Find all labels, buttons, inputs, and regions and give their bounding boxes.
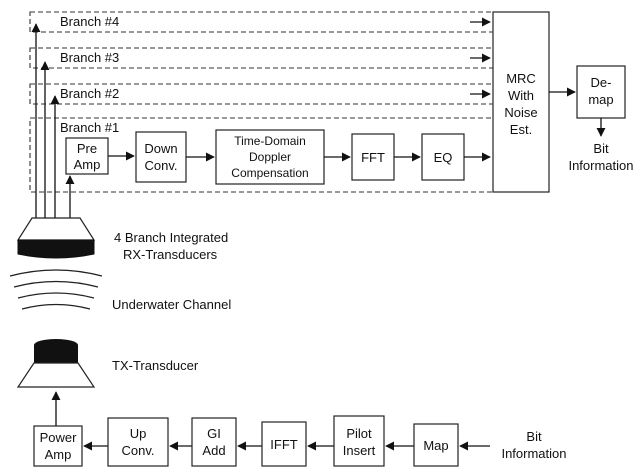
gi-add-box <box>191 417 237 467</box>
mrc-line4: Est. <box>510 122 532 137</box>
mrc-line2: With <box>508 88 534 103</box>
ifft-label: IFFT <box>270 437 297 452</box>
tx-bit-info-line1: Bit <box>526 429 542 444</box>
map-box <box>413 423 459 467</box>
demap-box <box>576 65 626 119</box>
doppler-line1: Time-Domain <box>234 134 306 148</box>
rx-transducer-line1: 4 Branch Integrated <box>114 230 228 245</box>
mrc-line3: Noise <box>504 105 537 120</box>
map-label: Map <box>423 438 448 453</box>
rx-bit-info-line2: Information <box>568 158 633 173</box>
pilot-insert-line1: Pilot <box>346 426 372 441</box>
doppler-line2: Doppler <box>249 150 291 164</box>
power-amp-line1: Power <box>40 430 78 445</box>
power-amp-line2: Amp <box>45 447 72 462</box>
rx-transducer-icon <box>16 217 96 259</box>
power-amp-box <box>33 425 83 467</box>
downconv-line2: Conv. <box>145 158 178 173</box>
upconv-line1: Up <box>130 426 147 441</box>
ifft-box <box>261 421 307 467</box>
downconv-box <box>135 131 187 183</box>
mrc-line1: MRC <box>506 71 536 86</box>
tx-bit-info-line2: Information <box>501 446 566 461</box>
preamp-line1: Pre <box>77 141 97 156</box>
rx-transducer-line2: RX-Transducers <box>123 247 218 262</box>
channel-label: Underwater Channel <box>112 297 231 312</box>
upconv-box <box>107 417 169 467</box>
rx-bit-info-line1: Bit <box>593 141 609 156</box>
mrc-box <box>492 11 550 193</box>
eq-label: EQ <box>434 150 453 165</box>
doppler-line3: Compensation <box>231 166 308 180</box>
underwater-wave-icon <box>9 269 103 310</box>
branch-1-label: Branch #1 <box>60 120 119 135</box>
branch-3-label: Branch #3 <box>60 50 119 65</box>
tx-transducer-label: TX-Transducer <box>112 358 199 373</box>
branch-4-label: Branch #4 <box>60 14 119 29</box>
pilot-insert-line2: Insert <box>343 443 376 458</box>
preamp-box <box>65 137 109 175</box>
preamp-line2: Amp <box>74 157 101 172</box>
gi-add-line2: Add <box>202 443 225 458</box>
fft-label: FFT <box>361 150 385 165</box>
gi-add-line1: GI <box>207 426 221 441</box>
downconv-line1: Down <box>144 141 177 156</box>
demap-line2: map <box>588 92 613 107</box>
demap-line1: De- <box>591 75 612 90</box>
pilot-insert-box <box>333 415 385 467</box>
upconv-line2: Conv. <box>122 443 155 458</box>
branch-2-label: Branch #2 <box>60 86 119 101</box>
tx-transducer-icon <box>16 339 96 388</box>
fft-box <box>351 133 395 181</box>
